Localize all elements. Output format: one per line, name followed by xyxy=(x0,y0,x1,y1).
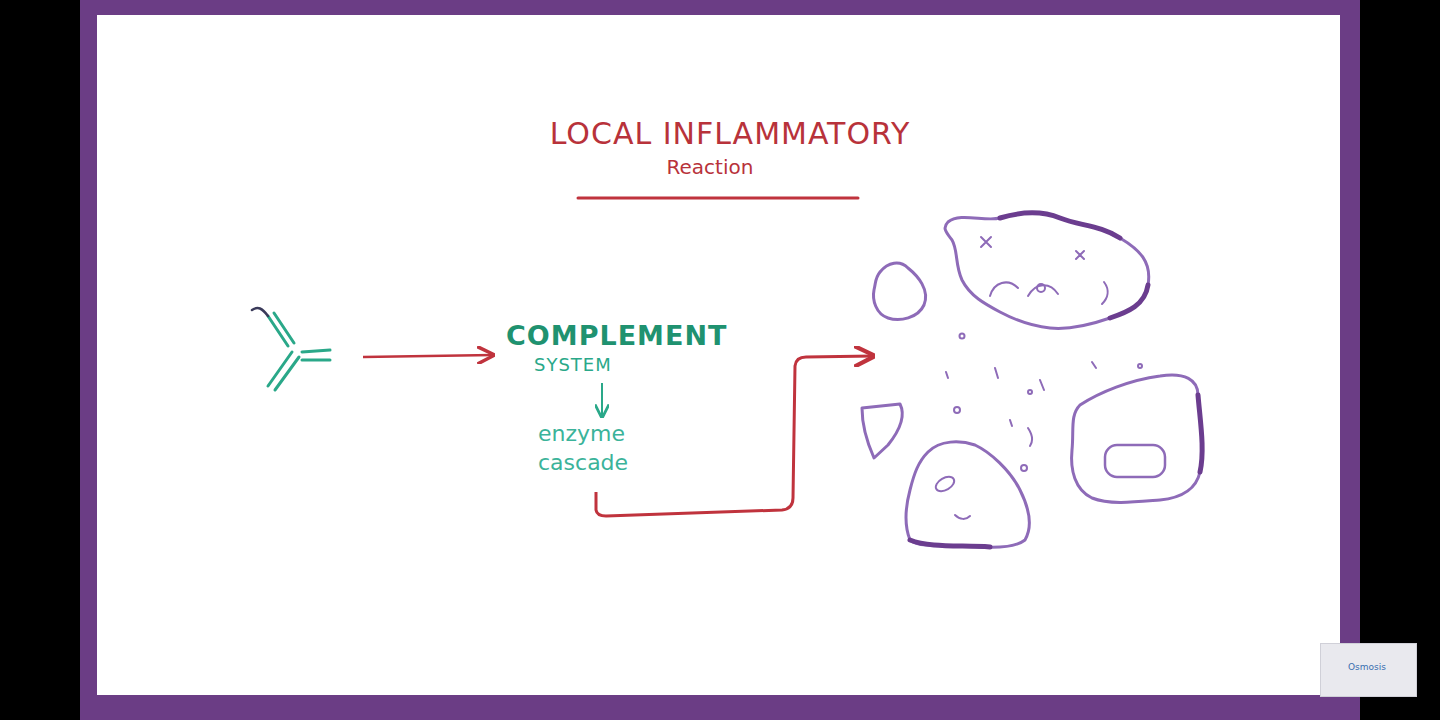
title-subline: Reaction xyxy=(667,155,754,179)
process-label: COMPLEMENTSYSTEM xyxy=(506,318,732,379)
logo-watermark: Osmosis xyxy=(1348,662,1386,672)
damage-arrow xyxy=(596,356,873,516)
slide-title: LOCAL INFLAMMATORY xyxy=(550,116,911,151)
activation-arrow xyxy=(363,355,493,357)
process-label: enzyme cascade xyxy=(538,420,654,480)
node-heading: enzyme cascade xyxy=(538,420,654,477)
damaged-cells xyxy=(862,213,1202,547)
node-heading: COMPLEMENT xyxy=(506,318,732,353)
title-underline xyxy=(578,197,858,200)
node-subheading: SYSTEM xyxy=(506,353,732,376)
flow-arrow xyxy=(601,383,603,417)
antibody-symbol xyxy=(252,308,330,390)
